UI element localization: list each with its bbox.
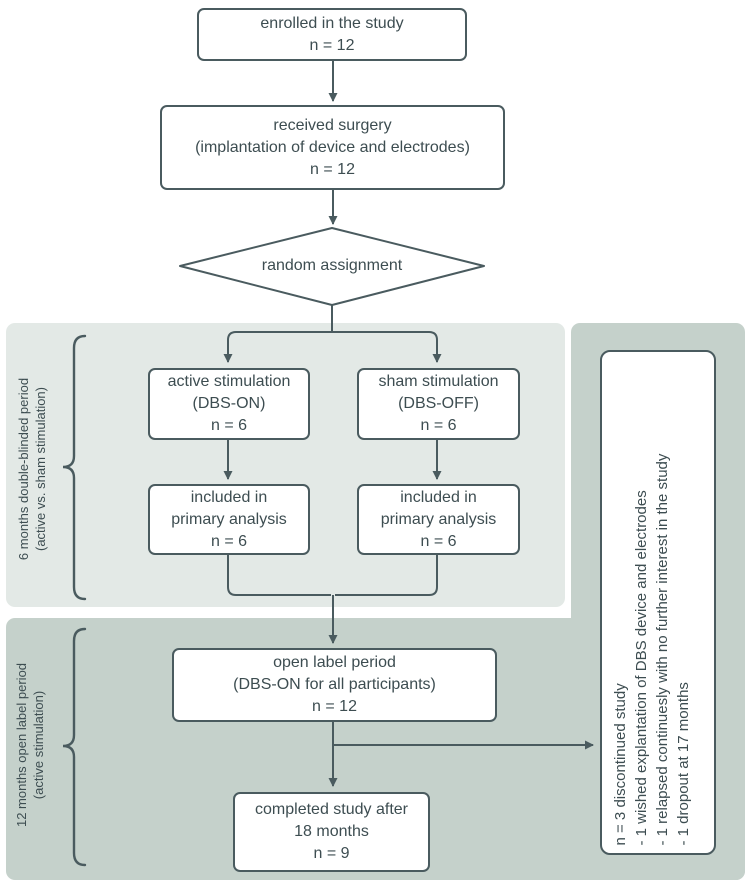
box-text-line: n = 12 bbox=[312, 698, 357, 715]
box-open-label: open label period (DBS-ON for all partic… bbox=[172, 648, 497, 722]
side-label-line: (active vs. sham stimulation) bbox=[33, 387, 48, 551]
label-open-label-period: 12 months open label period (active stim… bbox=[13, 604, 49, 886]
box-text-line: n = 6 bbox=[420, 532, 457, 550]
discontinued-line: - 1 dropout at 17 months bbox=[675, 681, 692, 845]
box-discontinued: n = 3 discontinued study - 1 wished expl… bbox=[600, 350, 716, 855]
discontinued-line: n = 3 discontinued study bbox=[612, 682, 629, 845]
box-text-line: n = 12 bbox=[310, 160, 355, 178]
box-text-line: 18 months bbox=[294, 823, 369, 840]
box-text-line: n = 6 bbox=[210, 532, 248, 550]
box-text-line: (implantation of device and electrodes) bbox=[195, 138, 470, 156]
box-text-line: primary analysis bbox=[171, 510, 287, 528]
brace-double-blinded-period bbox=[62, 334, 87, 601]
brace-open-label-period bbox=[62, 627, 87, 867]
box-text-line: included in bbox=[400, 488, 477, 506]
box-text-line: completed study after bbox=[255, 801, 408, 818]
box-text-line: received surgery bbox=[273, 116, 392, 134]
box-text-line: open label period bbox=[273, 654, 396, 671]
box-text-line: n = 9 bbox=[313, 845, 350, 862]
discontinued-text-block: n = 3 discontinued study - 1 wished expl… bbox=[610, 360, 706, 845]
box-text-line: included in bbox=[190, 488, 268, 506]
box-sham-stimulation: sham stimulation (DBS-OFF) n = 6 bbox=[357, 368, 520, 440]
box-text-line: (DBS-ON for all participants) bbox=[233, 676, 436, 693]
box-text-line: (DBS-ON) bbox=[192, 395, 266, 412]
side-label-line: 12 months open label period bbox=[14, 662, 29, 828]
arrow-split-to-sham bbox=[332, 331, 442, 363]
box-active-primary-analysis: included in primary analysis n = 6 bbox=[148, 484, 310, 555]
box-text-line: sham stimulation bbox=[378, 373, 499, 390]
box-active-stimulation: active stimulation (DBS-ON) n = 6 bbox=[148, 368, 310, 440]
box-sham-primary-analysis: included in primary analysis n = 6 bbox=[357, 484, 520, 555]
side-label-line: 6 months double-blinded period bbox=[16, 377, 31, 561]
box-text-line: primary analysis bbox=[380, 510, 497, 528]
box-completed: completed study after 18 months n = 9 bbox=[233, 792, 430, 872]
box-text-line: active stimulation bbox=[167, 373, 291, 390]
box-text-line: n = 12 bbox=[309, 36, 355, 54]
merge-right bbox=[335, 555, 438, 596]
arrow-split-to-active bbox=[223, 331, 332, 363]
box-text-line: n = 6 bbox=[420, 417, 457, 434]
diamond-label-random-assignment: random assignment bbox=[261, 257, 403, 274]
box-enrolled: enrolled in the study n = 12 bbox=[197, 8, 467, 61]
side-label-line: (active stimulation) bbox=[31, 690, 46, 800]
box-surgery: received surgery (implantation of device… bbox=[160, 105, 505, 190]
discontinued-line: - 1 relapsed continuesly with no further… bbox=[654, 453, 671, 845]
merge-left bbox=[227, 555, 331, 596]
box-text-line: (DBS-OFF) bbox=[398, 395, 479, 412]
box-text-line: enrolled in the study bbox=[260, 14, 404, 32]
discontinued-line: - 1 wished explantation of DBS device an… bbox=[633, 489, 650, 845]
box-text-line: n = 6 bbox=[210, 417, 248, 434]
label-double-blinded-period: 6 months double-blinded period (active v… bbox=[15, 328, 51, 610]
